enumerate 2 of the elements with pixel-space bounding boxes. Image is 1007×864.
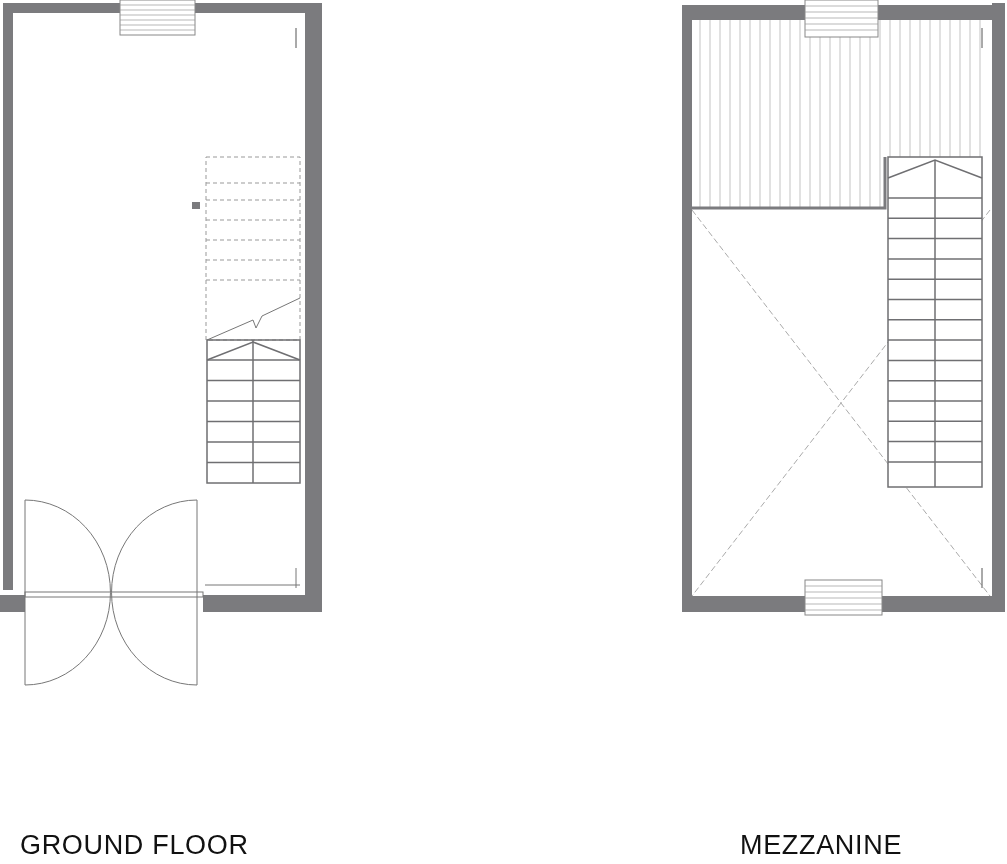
plan-title: MEZZANINE <box>740 832 903 859</box>
plan-title: GROUND FLOOR <box>20 832 249 859</box>
